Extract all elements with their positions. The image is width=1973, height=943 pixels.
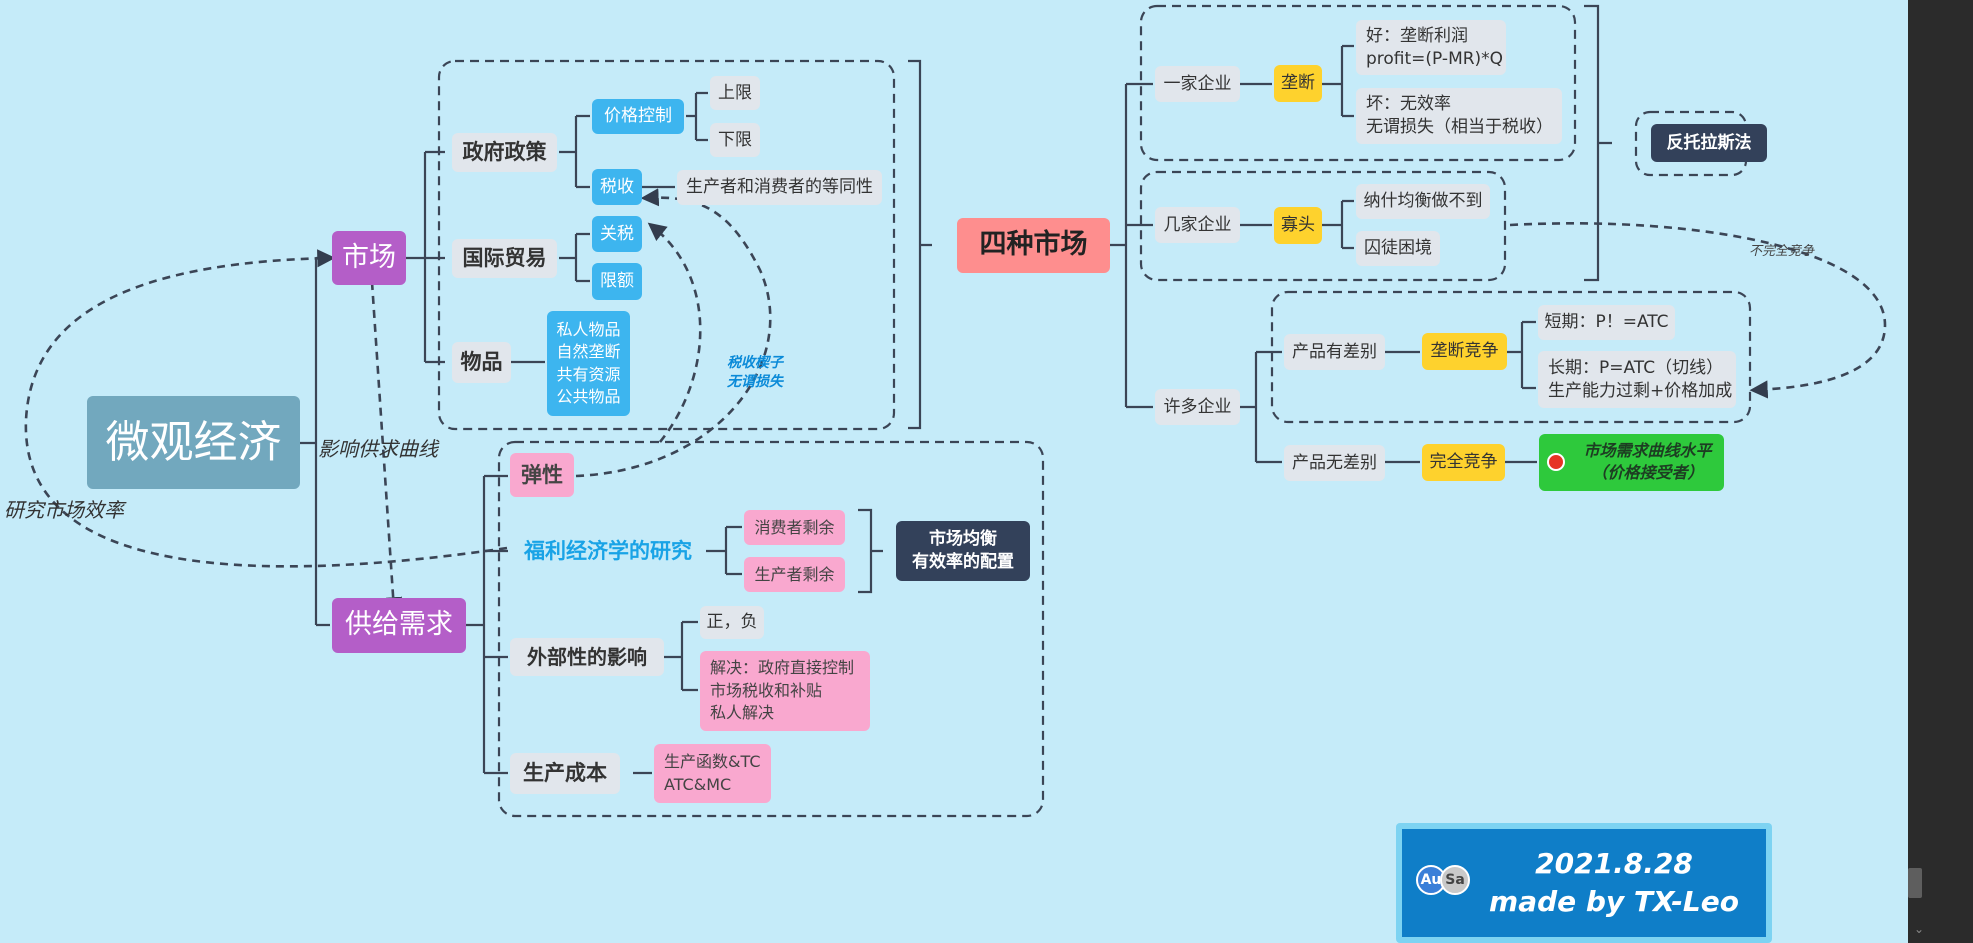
diff-products-node[interactable]: 产品有差别	[1284, 334, 1385, 370]
tariff-node[interactable]: 关税	[592, 216, 642, 252]
externality-sign-node[interactable]: 正，负	[700, 606, 764, 639]
elasticity-node[interactable]: 弹性	[510, 453, 574, 497]
perfect-competition-node[interactable]: 完全竞争	[1422, 444, 1505, 481]
monopoly-bad-node[interactable]: 坏：无效率 无谓损失（相当于税收）	[1356, 88, 1562, 144]
nash-node[interactable]: 纳什均衡做不到	[1356, 184, 1490, 219]
production-cost-node[interactable]: 生产成本	[510, 753, 620, 794]
imperfect-competition-label: 不完全竞争	[1749, 244, 1815, 259]
price-taker-text: 市场需求曲线水平 （价格接受者）	[1583, 441, 1712, 483]
supply-demand-node[interactable]: 供给需求	[332, 598, 466, 653]
scrollbar-thumb[interactable]	[1908, 868, 1922, 898]
link-label-efficiency: 研究市场效率	[4, 498, 124, 522]
goods-types-node[interactable]: 私人物品 自然垄断 共有资源 公共物品	[547, 311, 630, 416]
red-dot-icon	[1547, 453, 1565, 471]
tax-wedge-label: 税收楔子 无谓损失	[727, 355, 783, 390]
tax-node[interactable]: 税收	[592, 169, 642, 205]
long-run-node[interactable]: 长期：P=ATC（切线） 生产能力过剩+价格加成	[1538, 351, 1736, 408]
externality-node[interactable]: 外部性的影响	[510, 638, 664, 676]
welfare-node[interactable]: 福利经济学的研究	[524, 539, 692, 564]
short-run-node[interactable]: 短期：P！=ATC	[1538, 305, 1675, 340]
group-box-monopoly	[1139, 4, 1577, 162]
monopoly-node[interactable]: 垄断	[1274, 65, 1322, 102]
root-node[interactable]: 微观经济	[87, 396, 300, 489]
signature-author: made by TX-Leo	[1489, 885, 1739, 918]
right-panel	[1908, 0, 1973, 943]
producer-surplus-node[interactable]: 生产者剩余	[744, 557, 845, 592]
antitrust-node[interactable]: 反托拉斯法	[1651, 124, 1767, 162]
few-firms-node[interactable]: 几家企业	[1155, 207, 1240, 243]
tax-equality-node[interactable]: 生产者和消费者的等同性	[677, 170, 882, 205]
signature-card: Au Sa 2021.8.28 made by TX-Leo	[1396, 823, 1772, 943]
many-firms-node[interactable]: 许多企业	[1155, 389, 1240, 425]
price-upper-node[interactable]: 上限	[710, 76, 760, 110]
price-lower-node[interactable]: 下限	[710, 123, 760, 157]
price-control-node[interactable]: 价格控制	[592, 99, 684, 134]
one-firm-node[interactable]: 一家企业	[1155, 66, 1240, 102]
prisoner-node[interactable]: 囚徒困境	[1356, 231, 1440, 266]
goods-node[interactable]: 物品	[452, 342, 511, 383]
oligopoly-node[interactable]: 寡头	[1274, 207, 1322, 244]
quota-node[interactable]: 限额	[592, 263, 642, 300]
group-box-market	[437, 59, 896, 431]
logo-sa-icon: Sa	[1440, 865, 1470, 895]
monopoly-good-node[interactable]: 好：垄断利润 profit=(P-MR)*Q	[1356, 20, 1506, 75]
price-taker-node[interactable]: 市场需求曲线水平 （价格接受者）	[1539, 434, 1724, 491]
no-diff-products-node[interactable]: 产品无差别	[1284, 445, 1385, 481]
four-markets-node[interactable]: 四种市场	[957, 218, 1110, 273]
gov-policy-node[interactable]: 政府政策	[452, 133, 557, 172]
intl-trade-node[interactable]: 国际贸易	[452, 239, 557, 278]
signature-date: 2021.8.28	[1535, 847, 1693, 880]
market-node[interactable]: 市场	[332, 231, 406, 285]
connector-lines	[24, 4, 1887, 818]
monopolistic-competition-node[interactable]: 垄断竞争	[1422, 333, 1507, 370]
link-label-market-curve: 影响供求曲线	[318, 437, 438, 461]
externality-solution-node[interactable]: 解决：政府直接控制 市场税收和补贴 私人解决	[700, 651, 870, 731]
market-equilibrium-node[interactable]: 市场均衡 有效率的配置	[896, 521, 1030, 581]
group-box-oligopoly	[1139, 170, 1507, 282]
scroll-down-icon[interactable]: ⌄	[1914, 922, 1925, 936]
cost-items-node[interactable]: 生产函数&TC ATC&MC	[654, 744, 771, 803]
group-box-many-firms	[1270, 290, 1752, 424]
group-box-supply-demand	[497, 440, 1045, 818]
consumer-surplus-node[interactable]: 消费者剩余	[744, 510, 845, 545]
